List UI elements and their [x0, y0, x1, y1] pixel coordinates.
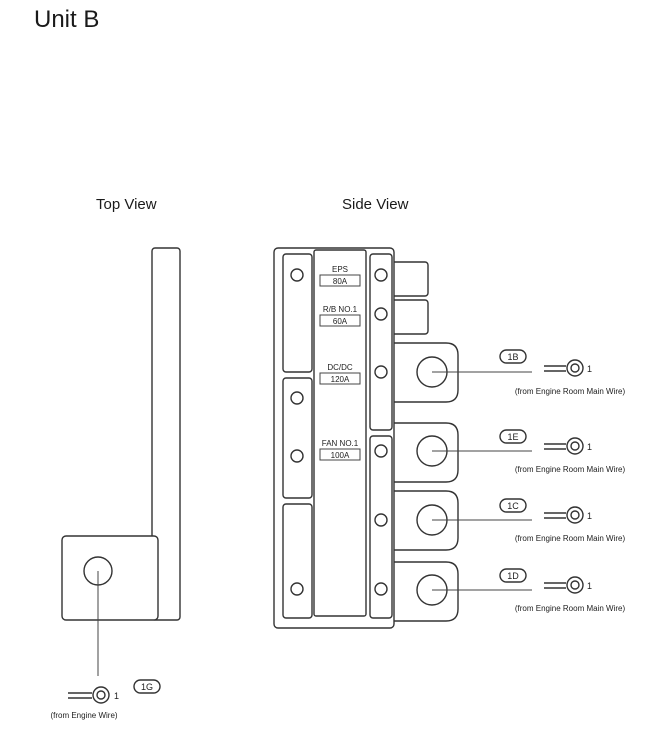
fuse-eps-rating: 80A	[333, 277, 348, 286]
connector-1e-code: 1E	[507, 432, 518, 442]
connector-1b: 1B 1 (from Engine Room Main Wire)	[432, 349, 626, 396]
fuse-fan-no1: FAN NO.1 100A	[319, 439, 361, 461]
terminal-lug-1c	[387, 490, 459, 551]
connector-1g-pin: 1	[114, 691, 119, 701]
fuse-dcdc-rating: 120A	[331, 375, 350, 384]
top-view-body	[151, 247, 181, 621]
terminal-lug-1d	[387, 561, 459, 622]
connector-1c-pin: 1	[587, 511, 592, 521]
connector-1c-code: 1C	[507, 501, 519, 511]
connector-1b-source: (from Engine Room Main Wire)	[515, 387, 626, 396]
connector-1d-pin: 1	[587, 581, 592, 591]
fuse-rb-no1-rating: 60A	[333, 317, 348, 326]
fuse-fan-no1-name: FAN NO.1	[322, 439, 359, 448]
fuse-rb-no1: R/B NO.1 60A	[319, 305, 361, 327]
connector-1d: 1D 1 (from Engine Room Main Wire)	[432, 568, 626, 613]
connector-1g-code: 1G	[141, 682, 153, 692]
page-title: Unit B	[34, 6, 100, 33]
fuse-fan-no1-rating: 100A	[331, 451, 350, 460]
connector-1g-badge	[133, 679, 161, 694]
connector-1c: 1C 1 (from Engine Room Main Wire)	[432, 498, 626, 543]
connector-1b-code: 1B	[507, 352, 518, 362]
side-view-body	[273, 247, 395, 629]
side-view-drawing: EPS 80A R/B NO.1 60A DC/DC 120A FAN NO.1…	[273, 247, 626, 629]
fuse-rb-no1-name: R/B NO.1	[323, 305, 358, 314]
top-view-label: Top View	[96, 196, 157, 213]
connector-1e-pin: 1	[587, 442, 592, 452]
terminal-lug-1b	[387, 342, 459, 403]
connector-1c-source: (from Engine Room Main Wire)	[515, 534, 626, 543]
fuse-dcdc-name: DC/DC	[327, 363, 353, 372]
connector-1g-source: (from Engine Wire)	[50, 711, 117, 720]
connector-1d-code: 1D	[507, 571, 519, 581]
connector-1e: 1E 1 (from Engine Room Main Wire)	[432, 429, 626, 474]
connector-1e-source: (from Engine Room Main Wire)	[515, 465, 626, 474]
top-view-drawing: 1 1G (from Engine Wire)	[50, 247, 181, 720]
fuse-eps: EPS 80A	[319, 265, 361, 287]
side-view-label: Side View	[342, 196, 409, 213]
fuse-eps-name: EPS	[332, 265, 348, 274]
terminal-lug-1e	[387, 422, 459, 483]
connector-1b-pin: 1	[587, 364, 592, 374]
fuse-dcdc: DC/DC 120A	[319, 363, 361, 385]
ring-terminal-1g	[68, 686, 110, 704]
connector-1d-source: (from Engine Room Main Wire)	[515, 604, 626, 613]
